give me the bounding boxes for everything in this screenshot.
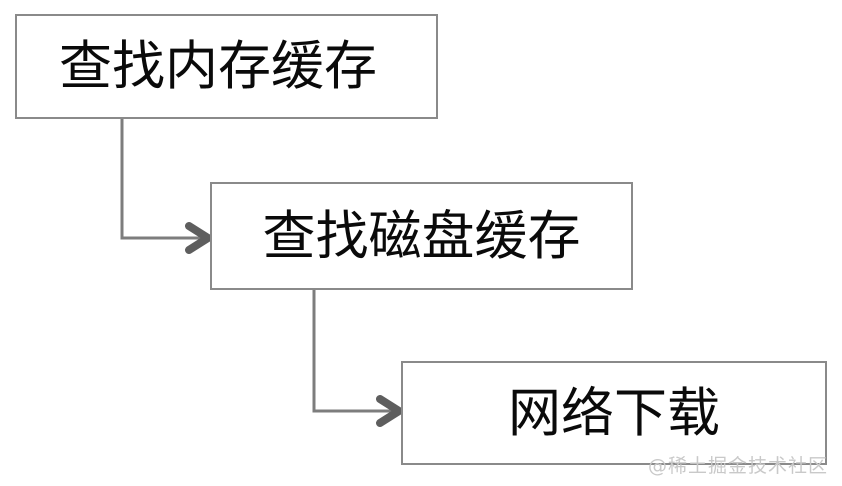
connector-disk-to-network bbox=[312, 290, 396, 413]
node-disk-cache[interactable]: 查找磁盘缓存 bbox=[210, 182, 633, 290]
node-disk-cache-label: 查找磁盘缓存 bbox=[262, 205, 581, 267]
node-network-download[interactable]: 网络下载 bbox=[401, 361, 827, 465]
chevron-right-arrow-icon-memory-to-disk bbox=[185, 222, 216, 254]
watermark: @稀土掘金技术社区 bbox=[647, 455, 828, 477]
node-memory-cache-label: 查找内存缓存 bbox=[59, 36, 377, 97]
node-memory-cache[interactable]: 查找内存缓存 bbox=[15, 14, 438, 119]
chevron-right-arrow-icon-disk-to-network bbox=[376, 395, 407, 427]
node-network-download-label: 网络下载 bbox=[508, 382, 720, 444]
connector-memory-to-disk bbox=[120, 118, 205, 240]
